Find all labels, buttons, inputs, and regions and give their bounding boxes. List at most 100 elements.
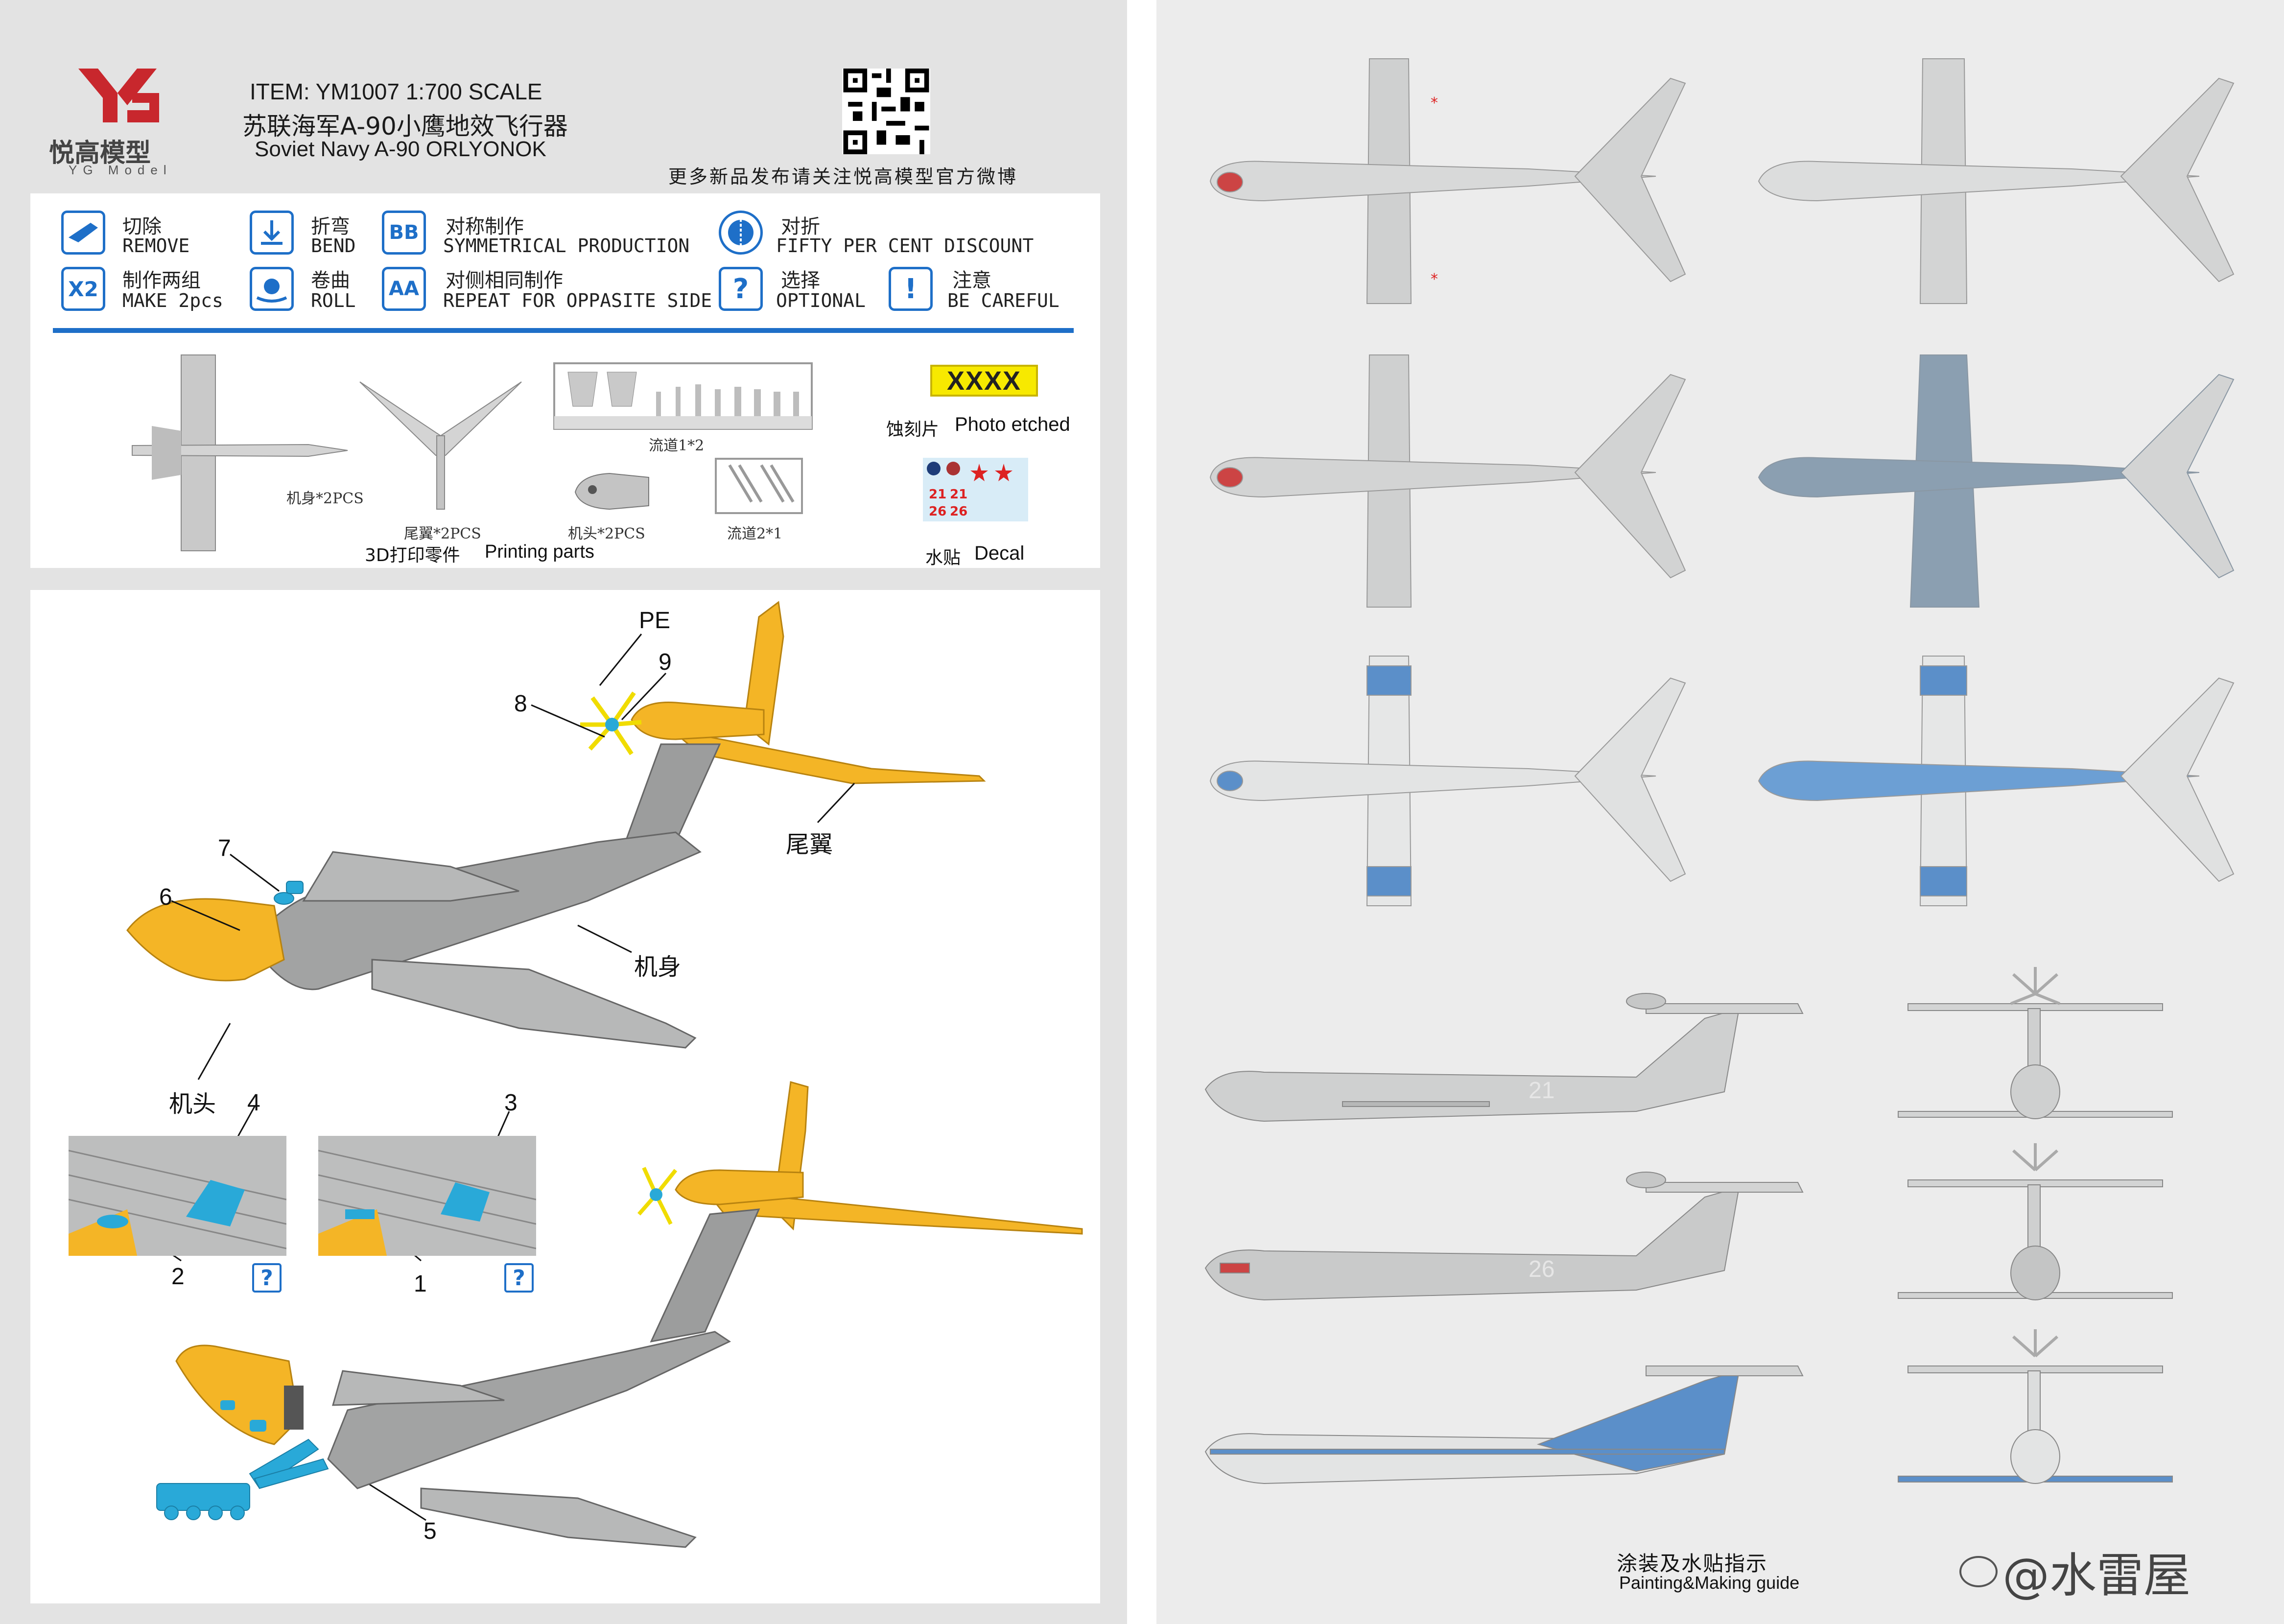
callout-1: 1 [414,1271,427,1297]
legend-en-bend: BEND [311,235,356,257]
brand-name: 悦高模型 [49,139,151,168]
bottom-view-1 [1758,58,2235,304]
callout-3: 3 [504,1090,518,1116]
callout-pe: PE [639,608,671,634]
decal-number-2: 21 [950,487,968,502]
brand-subname: YG Model [69,163,172,177]
runner1-part [553,362,813,430]
watermark-text: @水雷屋 [2002,1548,2190,1603]
legend-zh-repeat: 对侧相同制作 [446,269,563,292]
callout-7: 7 [218,835,231,861]
decal-sheet: 21 21 26 26 [923,458,1028,521]
optional-icon-right: ? [504,1263,534,1293]
side-number-21: 21 [1529,1078,1555,1104]
bend-icon [250,211,294,255]
pe-sample-text: XXXX [946,366,1022,396]
pe-sample: XXXX [930,365,1038,397]
legend-zh-roll: 卷曲 [311,269,350,292]
assembly-aircraft-top [126,601,986,1049]
legend-en-roll: ROLL [311,290,356,311]
runner2-label: 流道2*1 [727,525,783,542]
callout-5: 5 [424,1518,437,1544]
legend-zh-bend: 折弯 [311,215,350,238]
runner2-part [715,458,803,514]
legend-zh-optional: 选择 [781,269,820,292]
title-en: Soviet Navy A-90 ORLYONOK [255,137,546,161]
repeat-icon: AA [382,267,426,311]
bottom-view-2 [1758,354,2235,608]
top-view-3 [1209,656,1686,906]
side-view-1 [1204,993,1804,1122]
assembly-aircraft-bottom [156,1081,1083,1548]
legend-en-symmetric: SYMMETRICAL PRODUCTION [443,235,690,257]
legend-zh-cut: 切除 [122,215,162,238]
star-marking: * [1431,271,1438,288]
decal-label-zh: 水贴 [925,548,961,568]
tail-label: 尾翼*2PCS [404,525,481,542]
top-view-2 [1209,354,1686,608]
side-view-3 [1204,1365,1804,1484]
decal-label-en: Decal [974,542,1025,564]
guide-title-zh: 涂装及水贴指示 [1617,1552,1768,1576]
qr-code-icon [843,69,929,154]
inset-detail-right [318,1136,536,1256]
decal-number-1: 21 [929,487,947,502]
qr-code [842,69,930,154]
painting-guide-drawings: * * [1204,58,2235,1484]
inset-detail-left [69,1136,286,1256]
legend-en-cut: REMOVE [122,235,190,257]
instruction-panel: 悦高模型 YG Model ITEM: YM1007 1:700 SCALE 苏… [0,0,1127,1624]
fuselage-label: 机身*2PCS [286,490,364,507]
nose-label: 机头*2PCS [568,525,645,542]
legend-en-careful: BE CAREFUL [947,290,1060,311]
exclamation-icon: ! [889,267,933,311]
item-line: ITEM: YM1007 1:700 SCALE [250,79,542,104]
watermark: @水雷屋 [1959,1537,2190,1605]
nose-part [574,472,649,510]
fold-half-icon [719,211,763,255]
callout-body: 机身 [634,953,682,981]
printing-parts-en: Printing parts [485,541,594,562]
tail-part [359,381,522,510]
front-view-1 [1898,967,2173,1119]
printing-parts-zh: 3D打印零件 [365,545,460,565]
make-two-icon: X2 [61,267,105,311]
front-view-3 [1898,1329,2173,1484]
star-marking: * [1431,94,1438,112]
symmetric-icon: BB [382,211,426,255]
cut-icon [61,211,105,255]
weibo-note: 更多新品发布请关注悦高模型官方微博 [668,166,1018,188]
callout-6: 6 [159,884,172,910]
callout-2: 2 [171,1264,185,1290]
painting-guide-panel: * * [1156,0,2284,1624]
callout-4: 4 [247,1090,260,1116]
callout-tail: 尾翼 [786,831,833,858]
legend-en-make-two: MAKE 2pcs [122,290,223,311]
runner1-label: 流道1*2 [649,437,705,454]
fuselage-part [132,354,348,551]
top-view-1 [1209,58,1686,304]
legend-zh-fold: 对折 [781,215,820,238]
optional-icon-left: ? [252,1263,282,1293]
pe-label-en: Photo etched [955,414,1070,435]
side-view-2 [1204,1172,1804,1301]
legend-en-repeat: REPEAT FOR OPPASITE SIDE [443,290,712,311]
guide-title-en: Painting&Making guide [1619,1573,1800,1593]
yg-logo-icon [78,69,159,122]
legend-en-fold: FIFTY PER CENT DISCOUNT [776,235,1034,257]
legend-divider [53,328,1074,333]
weibo-icon [1959,1555,1998,1587]
callout-9: 9 [659,649,672,675]
legend-zh-symmetric: 对称制作 [446,215,524,238]
decal-icon [927,462,1012,481]
legend-en-optional: OPTIONAL [776,290,866,311]
brand-logo [69,64,166,127]
side-number-26: 26 [1529,1256,1555,1282]
callout-8: 8 [514,691,527,717]
pe-label-zh: 蚀刻片 [886,420,940,440]
question-icon: ? [719,267,763,311]
front-view-2 [1898,1143,2173,1300]
callout-nose: 机头 [169,1090,216,1118]
legend-zh-make-two: 制作两组 [122,269,201,292]
assembly-card [30,590,1100,1603]
